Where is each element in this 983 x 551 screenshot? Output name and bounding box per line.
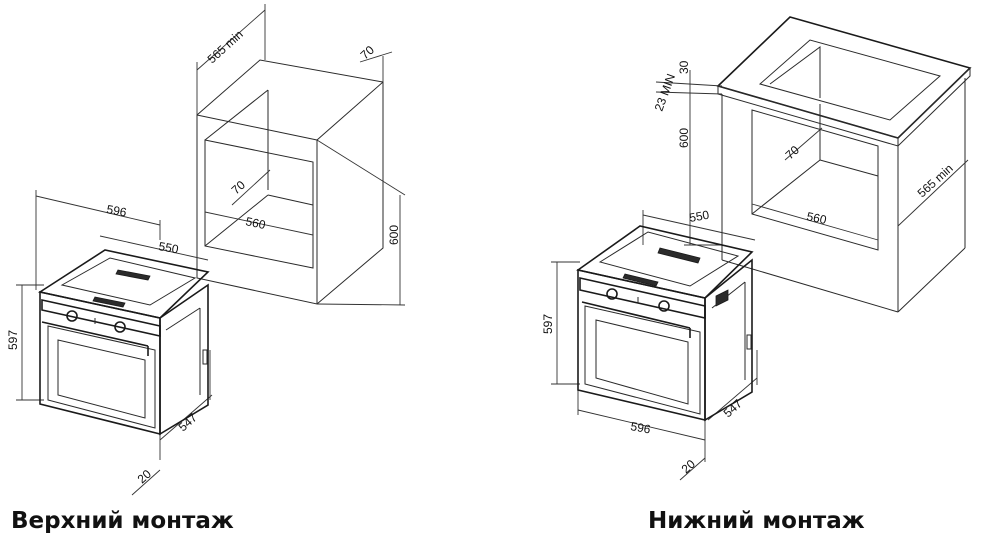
label-547: 547 bbox=[176, 410, 200, 434]
label-30: 30 bbox=[677, 60, 691, 74]
bottom-mount-cabinet-countertop bbox=[716, 16, 972, 313]
label-597: 597 bbox=[541, 314, 555, 334]
bottom-mount-caption: Нижний монтаж bbox=[648, 508, 865, 534]
top-mount-dimension-labels: 565 min 70 70 560 600 596 550 597 547 20 bbox=[6, 27, 401, 486]
label-70-inner: 70 bbox=[229, 178, 249, 198]
bottom-mount-dimension-lines bbox=[551, 70, 969, 481]
label-70-rear: 70 bbox=[358, 43, 378, 63]
label-565-min: 565 min bbox=[205, 27, 246, 66]
label-565-min: 565 min bbox=[915, 161, 956, 200]
label-547: 547 bbox=[721, 396, 745, 420]
label-596: 596 bbox=[105, 202, 127, 219]
label-600: 600 bbox=[677, 128, 691, 148]
bottom-mount-oven bbox=[576, 225, 754, 422]
top-mount-dimension-lines bbox=[16, 4, 406, 496]
label-597: 597 bbox=[6, 330, 20, 350]
label-596: 596 bbox=[629, 419, 651, 436]
label-20: 20 bbox=[135, 467, 155, 487]
label-600: 600 bbox=[387, 225, 401, 245]
label-560: 560 bbox=[244, 214, 267, 232]
label-550: 550 bbox=[157, 239, 179, 256]
label-550: 550 bbox=[688, 208, 710, 225]
label-560: 560 bbox=[805, 209, 828, 227]
top-mount-niche-cabinet bbox=[196, 59, 384, 305]
label-20: 20 bbox=[679, 457, 699, 477]
top-mount-oven bbox=[37, 249, 210, 436]
top-mount-caption: Верхний монтаж bbox=[11, 508, 234, 534]
